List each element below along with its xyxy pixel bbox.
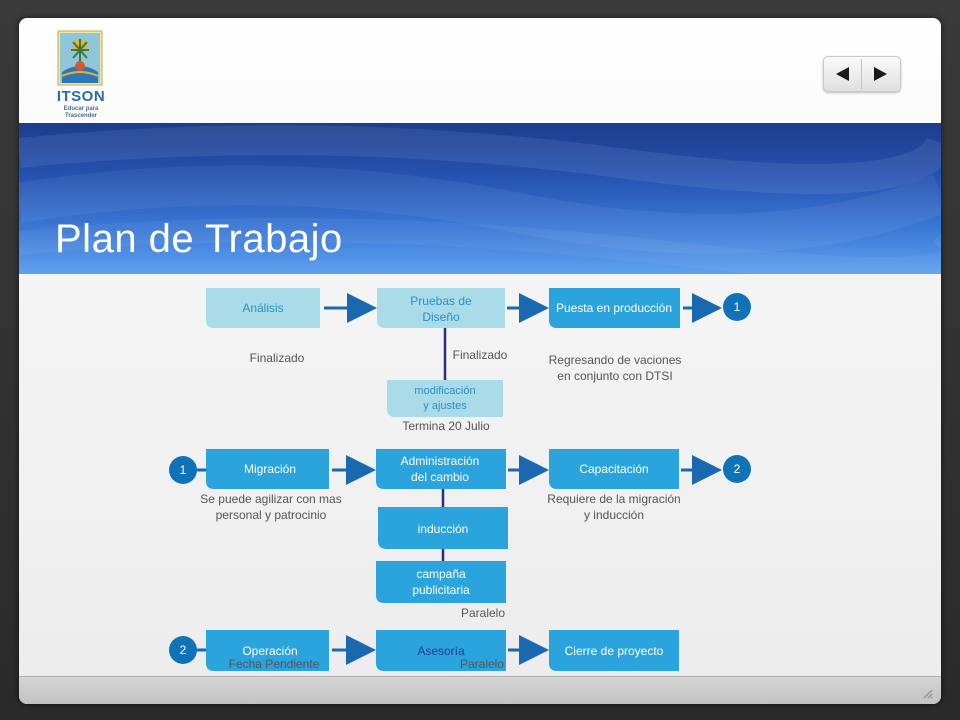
slide-navigation [823,56,901,92]
puesta-note-line2: en conjunto con DTSI [557,369,672,383]
node-pruebas-diseno: Pruebas de Diseño [377,288,505,328]
node-capacitacion-label: Capacitación [579,462,648,476]
connector-2-out-label: 2 [734,462,741,476]
campana-note: Paralelo [461,606,505,620]
connector-circle-1-out: 1 [723,293,751,321]
node-capacitacion: Capacitación [549,449,679,489]
triangle-left-icon [836,67,849,81]
connector-1-in-label: 1 [180,463,187,477]
logo-tagline-line1: Educar para [63,106,99,112]
node-administracion-cambio: Administración del cambio [376,449,506,489]
flow-diagram: Análisis Finalizado Pruebas de Diseño Fi… [169,288,751,671]
connector-circle-2-out: 2 [723,455,751,483]
slide-footer [19,676,941,704]
connector-2-in-label: 2 [180,643,187,657]
node-analisis: Análisis [206,288,320,328]
logo-name: ITSON [56,88,106,105]
node-cierre-proyecto: Cierre de proyecto [549,630,679,671]
node-pruebas-label-line2: Diseño [422,310,460,324]
resize-grip-icon[interactable] [921,687,933,699]
modificacion-note: Termina 20 Julio [402,419,490,433]
logo-tagline-line2: Trascender [64,113,98,119]
logo-tagline: Educar para Trascender [53,106,109,120]
next-slide-button[interactable] [862,59,898,89]
slide-header: ITSON Educar para Trascender [19,18,941,123]
node-campana-publicitaria: campaña publicitaria [376,561,506,603]
slide-title: Plan de Trabajo [55,217,343,261]
slide: ITSON Educar para Trascender [19,18,941,704]
node-cierre-label: Cierre de proyecto [565,644,664,658]
connector-circle-1-in: 1 [169,456,197,484]
node-pruebas-label-line1: Pruebas de [410,294,472,308]
node-campana-label-line1: campaña [416,567,466,581]
node-campana-label-line2: publicitaria [412,583,470,597]
node-induccion-label: inducción [418,522,469,536]
row3-notes: Fecha Pendiente Paralelo [229,657,505,671]
itson-emblem-icon [57,30,103,86]
asesoria-note: Paralelo [460,657,504,671]
capacitacion-note-line1: Requiere de la migración [547,492,680,506]
node-migracion: Migración [206,449,329,489]
node-puesta-label: Puesta en producción [556,301,672,315]
node-operacion: Operación [206,630,329,671]
band-decoration [19,125,941,274]
node-puesta-produccion: Puesta en producción [549,288,680,328]
connector-1-out-label: 1 [734,300,741,314]
node-modificacion-label-line1: modificación [414,385,475,397]
work-plan-diagram: Análisis Finalizado Pruebas de Diseño Fi… [19,274,941,676]
node-administracion-label-line2: del cambio [411,470,469,484]
analisis-note: Finalizado [250,351,305,365]
node-induccion: inducción [378,507,508,549]
operacion-note: Fecha Pendiente [229,657,320,671]
node-migracion-label: Migración [244,462,296,476]
node-asesoria-label: Asesoría [417,644,465,658]
previous-slide-button[interactable] [825,59,862,89]
triangle-right-icon [874,67,887,81]
connector-circle-2-in: 2 [169,636,197,664]
node-modificacion-ajustes: modificación y ajustes [387,380,503,417]
node-administracion-label-line1: Administración [401,454,480,468]
capacitacion-note-line2: y inducción [584,508,644,522]
pruebas-note: Finalizado [453,348,508,362]
node-asesoria: Asesoría [376,630,506,671]
itson-logo: ITSON Educar para Trascender [53,30,109,126]
node-modificacion-label-line2: y ajustes [423,400,467,412]
node-analisis-label: Análisis [242,301,283,315]
migracion-note-line1: Se puede agilizar con mas [200,492,341,506]
title-band: Plan de Trabajo [19,123,941,274]
node-operacion-label: Operación [242,644,297,658]
puesta-note-line1: Regresando de vaciones [549,353,682,367]
migracion-note-line2: personal y patrocinio [216,508,327,522]
